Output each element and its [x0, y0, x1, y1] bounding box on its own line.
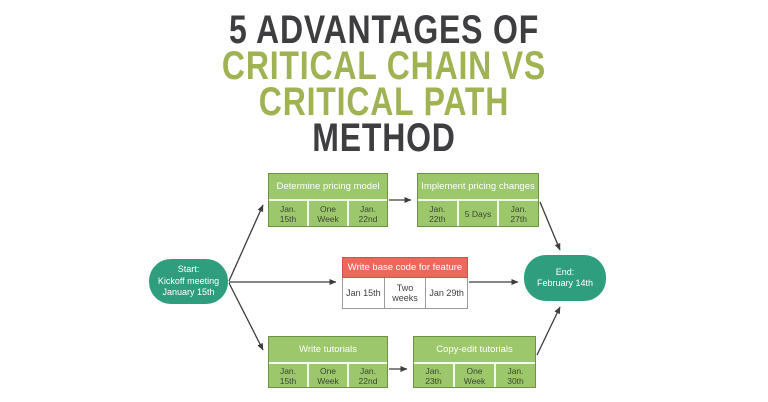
title-line-1: 5 ADVANTAGES OF	[228, 8, 540, 52]
arrow-start-to-tutorials	[228, 282, 264, 351]
start-node-label: Start:	[177, 264, 200, 275]
task-copy-edit-tutorials: Copy-edit tutorials Jan. 23th One Week J…	[413, 336, 536, 388]
end-node-label: End:	[555, 266, 575, 277]
task-date-row: Jan 15th Two weeks Jan 29th	[342, 278, 468, 309]
task-end-date: Jan. 27th	[497, 201, 538, 226]
title-line-3: CRITICAL PATH	[258, 80, 510, 124]
task-end-date: Jan. 22nd	[347, 201, 387, 226]
end-node-date: February 14th	[536, 278, 594, 288]
task-end-date: Jan. 30th	[494, 364, 535, 387]
task-title: Write tutorials	[299, 344, 357, 355]
task-start-date: Jan. 23th	[425, 365, 442, 386]
task-end-date: Jan 29th	[425, 278, 467, 308]
page-title: 5 ADVANTAGES OF CRITICAL CHAIN VS CRITIC…	[77, 8, 691, 160]
task-duration: 5 Days	[456, 201, 498, 226]
task-start-date: Jan. 22th	[429, 203, 446, 224]
start-node-date: January 15th	[162, 287, 215, 298]
task-duration: One Week	[307, 201, 347, 226]
task-determine-pricing-model: Determine pricing model Jan. 15th One We…	[268, 173, 388, 227]
task-title: Implement pricing changes	[421, 181, 535, 192]
start-node: Start: Kickoff meeting January 15th	[149, 259, 228, 304]
task-start-date: Jan. 15th	[279, 365, 297, 386]
task-title: Write base code for feature	[342, 257, 468, 278]
end-node: End: February 14th	[524, 255, 606, 301]
task-end-date: Jan. 22nd	[347, 364, 387, 387]
arrow-implement-to-end	[539, 201, 561, 251]
task-write-tutorials: Write tutorials Jan. 15th One Week Jan. …	[268, 336, 388, 388]
arrow-start-to-determine	[228, 204, 264, 282]
task-start-date: Jan 15th	[346, 288, 381, 298]
task-implement-pricing-changes: Implement pricing changes Jan. 22th 5 Da…	[417, 173, 539, 227]
task-write-base-code: Write base code for feature Jan 15th Two…	[342, 257, 468, 309]
task-date-row: Jan. 15th One Week Jan. 22nd	[269, 199, 387, 226]
title-line-4: METHOD	[312, 116, 456, 160]
arrow-copyedit-to-end	[536, 306, 561, 356]
start-node-meeting: Kickoff meeting	[157, 275, 220, 286]
task-duration: One Week	[453, 364, 494, 387]
task-title: Determine pricing model	[276, 181, 380, 192]
title-line-2: CRITICAL CHAIN VS	[221, 44, 547, 88]
task-duration: Two weeks	[383, 278, 426, 308]
task-duration: One Week	[307, 364, 347, 387]
task-date-row: Jan. 23th One Week Jan. 30th	[414, 362, 535, 387]
task-title: Copy-edit tutorials	[436, 344, 513, 355]
task-date-row: Jan. 15th One Week Jan. 22nd	[269, 362, 387, 387]
task-date-row: Jan. 22th 5 Days Jan. 27th	[418, 199, 538, 226]
task-start-date: Jan. 15th	[279, 203, 297, 224]
